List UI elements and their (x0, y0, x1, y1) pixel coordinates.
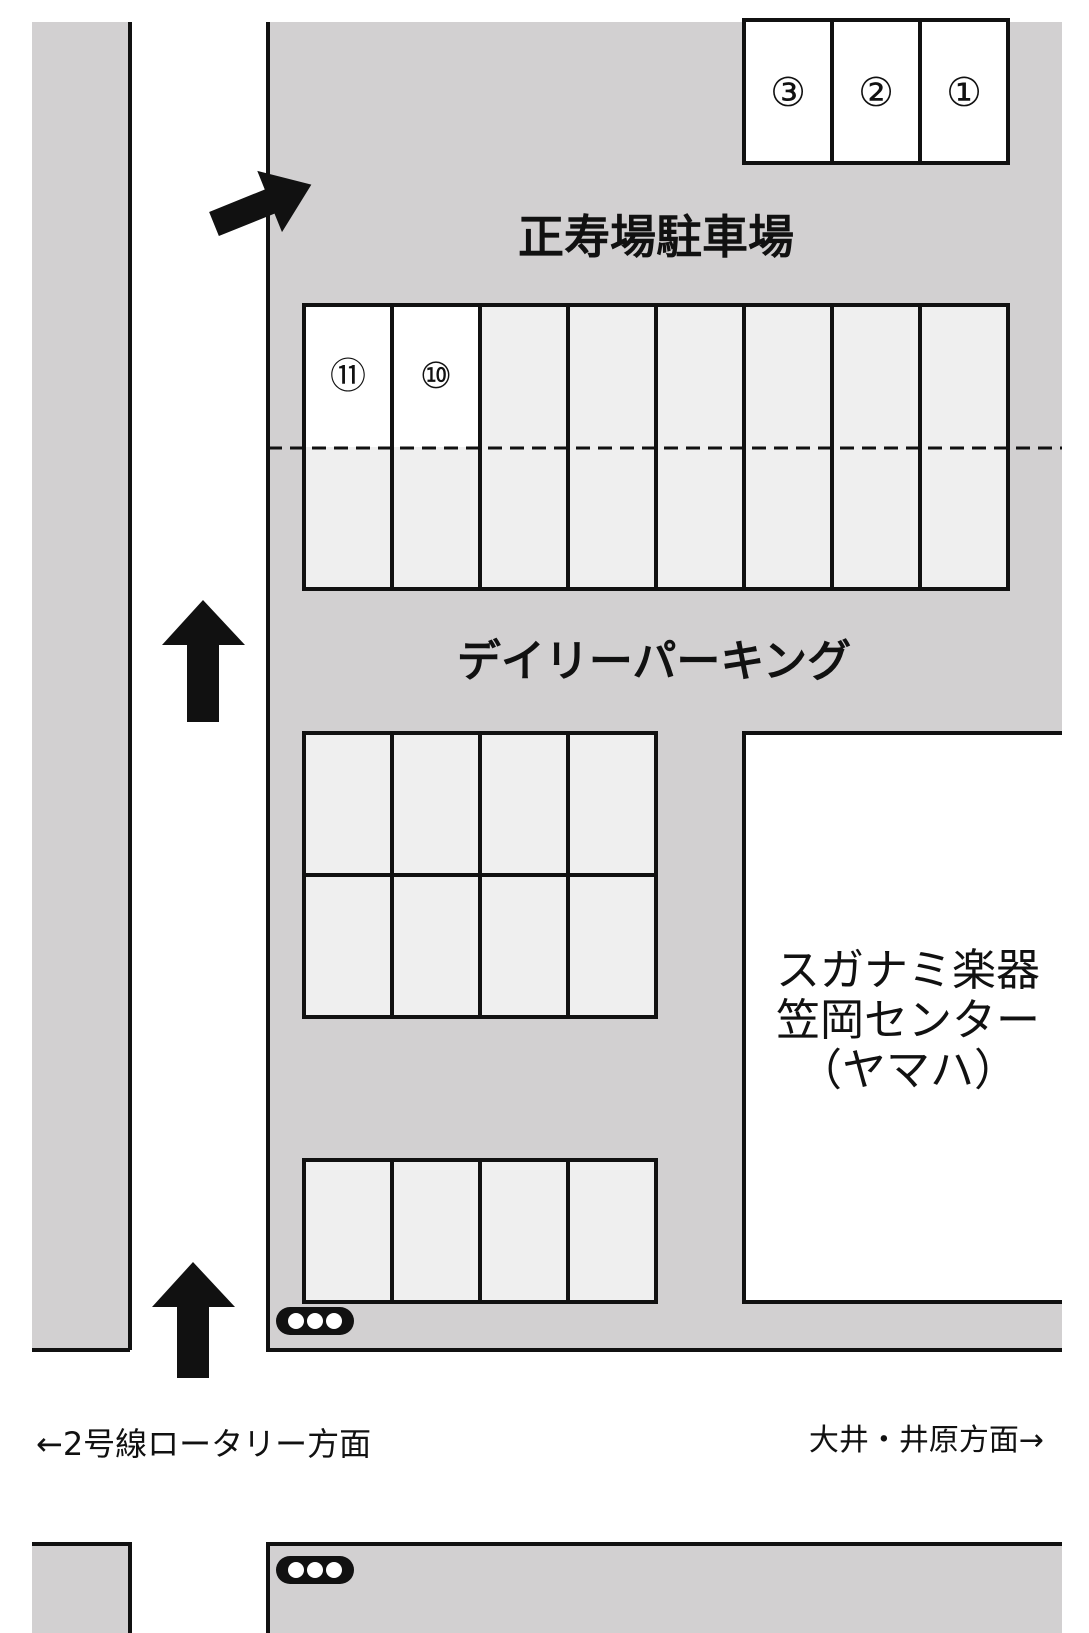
store-name-line1: スガナミ楽器 (776, 945, 1040, 996)
bottom-left-sidewalk (32, 1542, 130, 1633)
bottom-right-block (268, 1542, 1062, 1633)
daily-parking-label: デイリーパーキング (457, 636, 851, 687)
store-building-outline (742, 731, 1062, 1304)
direction-right-label: 大井・井原方面→ (809, 1423, 1044, 1458)
arrow-up-icon (162, 600, 245, 722)
bottom-right-curb (266, 1542, 1062, 1633)
store-name-line3: （ヤマハ） (798, 1045, 1018, 1096)
stall-group-bottom (302, 1158, 658, 1304)
arrow-northeast-icon (209, 170, 312, 237)
stall-number-2: ② (858, 70, 894, 116)
left-sidewalk (32, 22, 130, 1350)
direction-left-label: ←2号線ロータリー方面 (36, 1425, 371, 1463)
lot-title: 正寿場駐車場 (518, 210, 794, 264)
stall-group-top (742, 18, 1010, 165)
traffic-signal-icon (276, 1556, 354, 1584)
stall-number-10: ⑩ (420, 356, 452, 397)
arrow-up-icon (152, 1262, 235, 1378)
stall-group-lower (302, 731, 658, 1019)
stall-number-3: ③ (770, 70, 806, 116)
stall-number-1: ① (946, 70, 982, 116)
traffic-signal-icon (276, 1307, 354, 1335)
store-name-line2: 笠岡センター (776, 995, 1040, 1046)
bottom-left-curb (32, 1542, 132, 1633)
stall-number-11: ⑪ (330, 356, 366, 397)
store-building (744, 733, 1064, 1302)
